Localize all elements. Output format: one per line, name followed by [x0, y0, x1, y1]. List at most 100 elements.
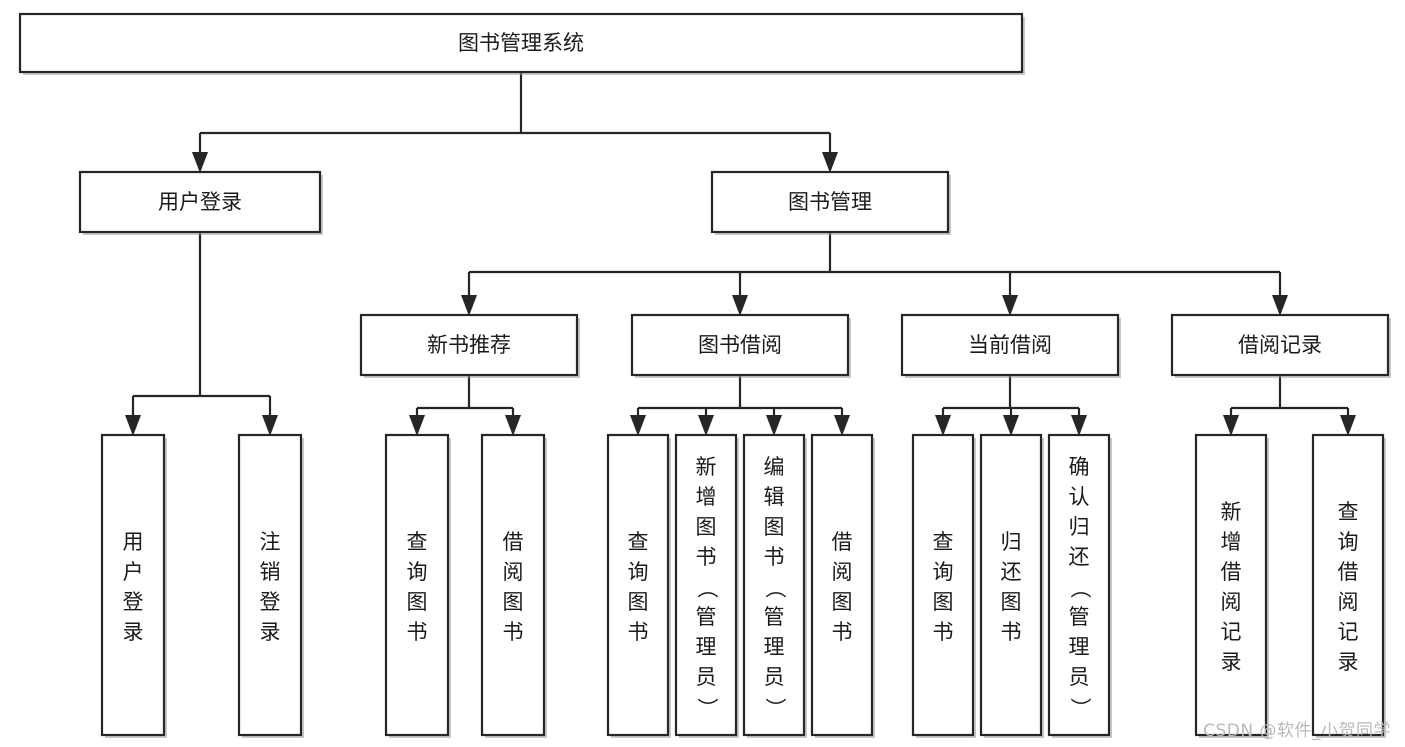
svg-text:录: 录: [260, 620, 281, 644]
node-label: 用户登录: [158, 190, 242, 214]
svg-text:辑: 辑: [764, 485, 785, 509]
svg-text:管: 管: [696, 605, 717, 629]
svg-text:图: 图: [933, 590, 954, 614]
svg-text:员: 员: [696, 665, 717, 689]
node-label: 当前借阅: [968, 333, 1052, 357]
node-box[interactable]: [100, 433, 166, 737]
svg-text:查: 查: [933, 530, 954, 554]
arrow-head-icon: [935, 415, 951, 436]
svg-text:书: 书: [503, 620, 524, 644]
node-box[interactable]: [1047, 433, 1111, 737]
node-book-manage[interactable]: 图书管理: [710, 170, 951, 235]
node-box[interactable]: [78, 170, 322, 234]
arrow-head-icon: [1223, 415, 1239, 436]
connector-layer: [125, 72, 1356, 436]
svg-text:书: 书: [628, 620, 649, 644]
svg-text:归: 归: [1001, 530, 1022, 554]
node-box[interactable]: [1194, 433, 1268, 737]
node-box[interactable]: [630, 313, 850, 377]
node-user-login[interactable]: 用户登录: [78, 170, 323, 235]
arrow-head-icon: [1272, 295, 1288, 316]
svg-text:认: 认: [1069, 485, 1090, 509]
svg-text:询: 询: [933, 560, 954, 584]
svg-text:销: 销: [260, 560, 281, 584]
node-box[interactable]: [810, 433, 874, 737]
svg-text:记: 记: [1338, 620, 1359, 644]
svg-text:借: 借: [503, 530, 524, 554]
svg-text:书: 书: [1001, 620, 1022, 644]
svg-text:（: （: [695, 578, 719, 599]
arrow-head-icon: [409, 415, 425, 436]
svg-text:阅: 阅: [1221, 590, 1242, 614]
arrow-head-icon: [766, 415, 782, 436]
svg-text:新: 新: [1221, 500, 1242, 524]
svg-text:图: 图: [628, 590, 649, 614]
node-box[interactable]: [1311, 433, 1385, 737]
arrow-head-icon: [698, 415, 714, 436]
node-box[interactable]: [911, 433, 975, 737]
svg-text:查: 查: [407, 530, 428, 554]
arrow-head-icon: [192, 152, 208, 173]
svg-text:理: 理: [1069, 635, 1090, 659]
svg-text:图: 图: [764, 515, 785, 539]
node-box[interactable]: [18, 12, 1024, 74]
node-leaf-user-login[interactable]: 用户登录: [100, 433, 167, 738]
svg-text:管: 管: [764, 605, 785, 629]
svg-text:确: 确: [1069, 455, 1090, 479]
node-book-borrow[interactable]: 图书借阅: [630, 313, 851, 378]
arrow-head-icon: [505, 415, 521, 436]
svg-text:记: 记: [1221, 620, 1242, 644]
svg-text:用: 用: [123, 530, 144, 554]
node-box[interactable]: [384, 433, 450, 737]
node-borrow-record[interactable]: 借阅记录: [1170, 313, 1391, 378]
svg-text:书: 书: [696, 545, 717, 569]
svg-text:书: 书: [764, 545, 785, 569]
node-box[interactable]: [359, 313, 579, 377]
svg-text:书: 书: [407, 620, 428, 644]
svg-text:还: 还: [1069, 545, 1090, 569]
svg-text:管: 管: [1069, 605, 1090, 629]
node-new-book-rec[interactable]: 新书推荐: [359, 313, 580, 378]
svg-text:新: 新: [696, 455, 717, 479]
arrow-head-icon: [1002, 295, 1018, 316]
node-label: 用户登录: [123, 530, 144, 644]
node-box[interactable]: [237, 433, 303, 737]
node-box[interactable]: [742, 433, 806, 737]
svg-text:增: 增: [696, 485, 717, 509]
node-root[interactable]: 图书管理系统: [18, 12, 1025, 75]
node-box[interactable]: [606, 433, 670, 737]
arrow-head-icon: [1003, 415, 1019, 436]
node-box[interactable]: [1170, 313, 1390, 377]
svg-text:（: （: [1068, 578, 1092, 599]
node-current-borrow[interactable]: 当前借阅: [900, 313, 1121, 378]
node-box[interactable]: [900, 313, 1120, 377]
svg-text:编: 编: [764, 455, 785, 479]
svg-text:询: 询: [1338, 530, 1359, 554]
node-box[interactable]: [979, 433, 1043, 737]
svg-text:理: 理: [764, 635, 785, 659]
svg-text:）: ）: [763, 698, 787, 719]
node-box[interactable]: [674, 433, 738, 737]
node-box[interactable]: [480, 433, 546, 737]
arrow-head-icon: [125, 415, 141, 436]
arrow-head-icon: [834, 415, 850, 436]
node-box[interactable]: [710, 170, 950, 234]
svg-text:）: ）: [695, 698, 719, 719]
